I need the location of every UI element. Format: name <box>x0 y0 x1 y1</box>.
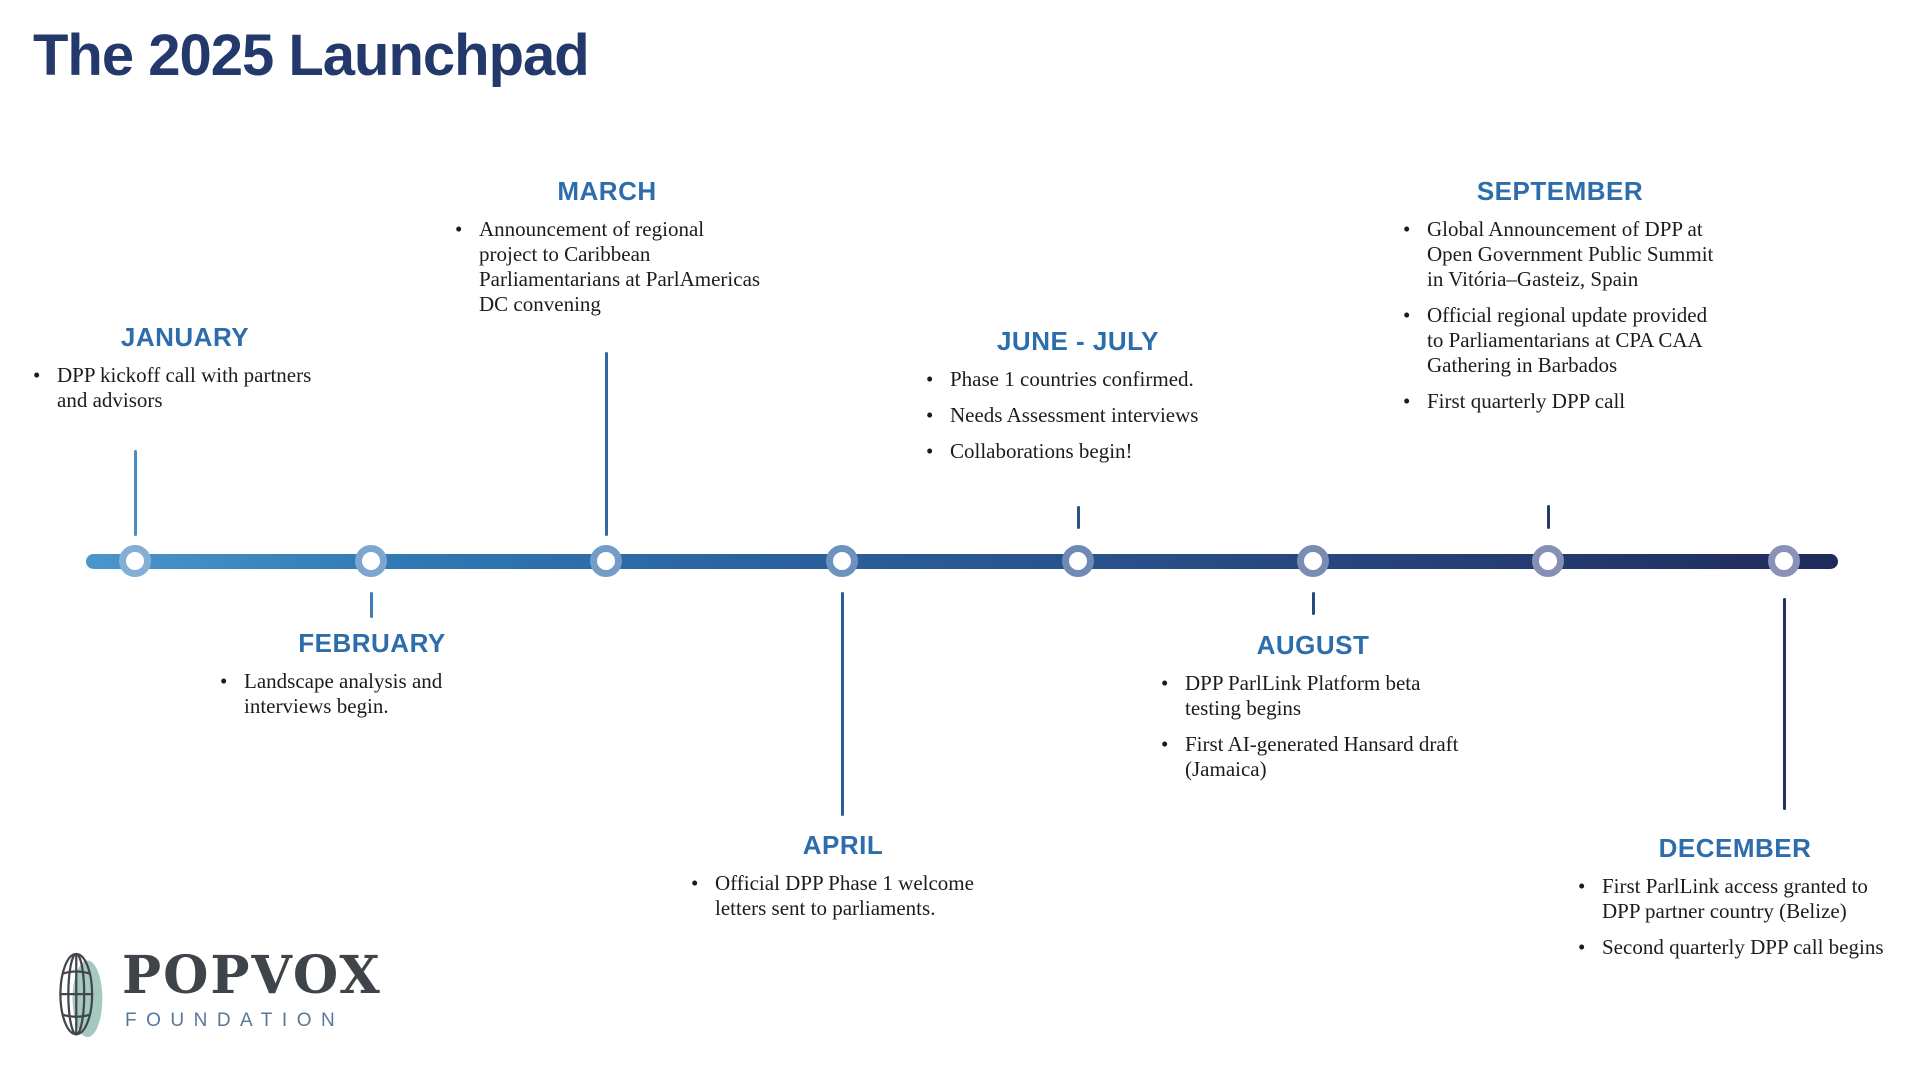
stem-february <box>369 592 373 618</box>
month-block-september: SEPTEMBER Global Announcement of DPP at … <box>1395 176 1725 425</box>
timeline-node-january <box>119 545 151 577</box>
stem-june-july <box>1076 506 1080 529</box>
bullet-item: First ParlLink access granted to DPP par… <box>1570 874 1900 924</box>
bullet-list-december: First ParlLink access granted to DPP par… <box>1570 874 1900 960</box>
bullet-list-march: Announcement of regional project to Cari… <box>447 217 767 317</box>
month-block-april: APRIL Official DPP Phase 1 welcome lette… <box>683 830 1003 932</box>
bullet-item: Official DPP Phase 1 welcome letters sen… <box>683 871 1003 921</box>
month-label-august: AUGUST <box>1256 630 1370 660</box>
month-block-january: JANUARY DPP kickoff call with partners a… <box>25 322 345 424</box>
page-title: The 2025 Launchpad <box>33 23 590 88</box>
month-label-december: DECEMBER <box>1658 833 1812 863</box>
timeline-node-march <box>590 545 622 577</box>
popvox-logo: POPVOX FOUNDATION <box>52 948 382 1044</box>
timeline-node-august <box>1297 545 1329 577</box>
month-block-march: MARCH Announcement of regional project t… <box>447 176 767 328</box>
bullet-item: Landscape analysis and interviews begin. <box>212 669 532 719</box>
logo-wordmark: POPVOX <box>122 945 382 1006</box>
bullet-list-august: DPP ParlLink Platform beta testing begin… <box>1153 671 1473 782</box>
month-label-march: MARCH <box>557 176 657 206</box>
month-block-december: DECEMBER First ParlLink access granted t… <box>1570 833 1900 971</box>
bullet-item: Phase 1 countries confirmed. <box>918 367 1238 392</box>
bullet-list-september: Global Announcement of DPP at Open Gover… <box>1395 217 1725 414</box>
bullet-item: DPP ParlLink Platform beta testing begin… <box>1153 671 1473 721</box>
timeline-node-september <box>1532 545 1564 577</box>
month-label-september: SEPTEMBER <box>1476 176 1644 206</box>
bullet-list-february: Landscape analysis and interviews begin. <box>212 669 532 719</box>
bullet-item: First AI-generated Hansard draft (Jamaic… <box>1153 732 1473 782</box>
bullet-item: Official regional update provided to Par… <box>1395 303 1725 378</box>
month-block-june-july: JUNE - JULY Phase 1 countries confirmed.… <box>918 326 1238 475</box>
bullet-item: Collaborations begin! <box>918 439 1238 464</box>
timeline-node-december <box>1768 545 1800 577</box>
stem-september <box>1546 505 1550 529</box>
stem-december <box>1782 598 1786 810</box>
month-label-april: APRIL <box>802 830 884 860</box>
timeline-node-april <box>826 545 858 577</box>
month-block-august: AUGUST DPP ParlLink Platform beta testin… <box>1153 630 1473 793</box>
stem-august <box>1311 592 1315 615</box>
bullet-item: Global Announcement of DPP at Open Gover… <box>1395 217 1725 292</box>
stem-january <box>133 450 137 536</box>
timeline-bar <box>86 554 1838 569</box>
stem-march <box>604 352 608 536</box>
bullet-list-june-july: Phase 1 countries confirmed. Needs Asses… <box>918 367 1238 464</box>
logo-text: POPVOX FOUNDATION <box>122 948 382 1032</box>
month-label-june-july: JUNE - JULY <box>996 326 1160 356</box>
bullet-item: First quarterly DPP call <box>1395 389 1725 414</box>
bullet-list-january: DPP kickoff call with partners and advis… <box>25 363 345 413</box>
month-label-january: JANUARY <box>120 322 250 352</box>
bullet-item: Needs Assessment interviews <box>918 403 1238 428</box>
timeline-node-february <box>355 545 387 577</box>
month-label-february: FEBRUARY <box>298 628 446 658</box>
bullet-item: Second quarterly DPP call begins <box>1570 935 1900 960</box>
month-block-february: FEBRUARY Landscape analysis and intervie… <box>212 628 532 730</box>
logo-subtitle: FOUNDATION <box>125 1010 345 1031</box>
stem-april <box>840 592 844 816</box>
bullet-item: DPP kickoff call with partners and advis… <box>25 363 345 413</box>
bullet-item: Announcement of regional project to Cari… <box>447 217 767 317</box>
timeline-node-june-july <box>1062 545 1094 577</box>
globe-icon <box>59 952 103 1038</box>
bullet-list-april: Official DPP Phase 1 welcome letters sen… <box>683 871 1003 921</box>
